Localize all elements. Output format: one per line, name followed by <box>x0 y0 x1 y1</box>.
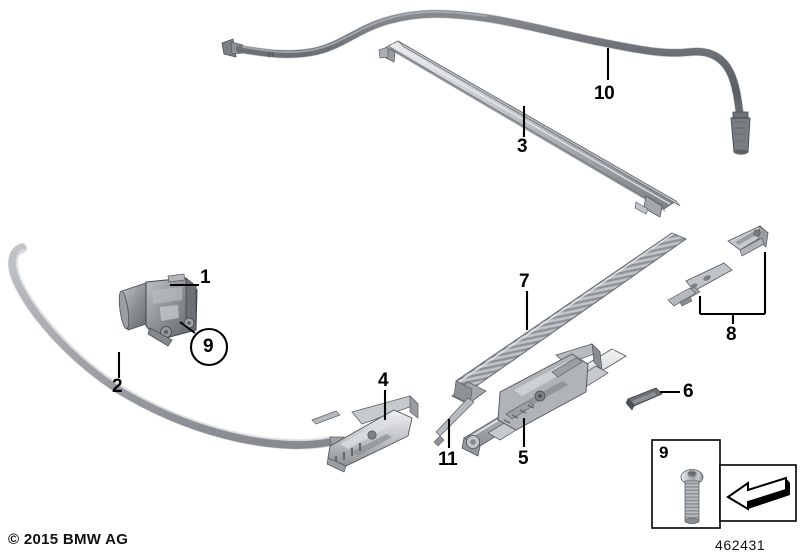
legend-screw-box-label: 9 <box>659 443 669 462</box>
callout-label-9: 9 <box>203 336 214 357</box>
part-1-sliding-roof-drive-motor <box>118 273 198 347</box>
callout-label-10: 10 <box>594 83 615 104</box>
callout-label-4: 4 <box>378 370 389 391</box>
part-6-small-retaining-clip <box>625 387 663 411</box>
callout-9-circle-marker <box>179 321 229 367</box>
copyright-notice: © 2015 BMW AG <box>8 531 129 548</box>
part-4-slider-carriage-bracket <box>311 395 419 473</box>
part-11-thin-actuating-rod <box>433 397 475 447</box>
part-10-water-drain-hose <box>221 9 751 155</box>
leader-bracket-8 <box>698 252 767 324</box>
callout-label-7: 7 <box>519 271 530 292</box>
callout-label-2: 2 <box>112 376 123 397</box>
callout-label-3: 3 <box>517 136 528 157</box>
callout-label-5: 5 <box>518 448 529 469</box>
callout-label-8: 8 <box>726 324 737 345</box>
legend-screw-box <box>651 439 721 529</box>
callout-label-6: 6 <box>683 381 694 402</box>
part-2-roof-frame-seal-strip <box>7 243 345 450</box>
diagram-part-number: 462431 <box>715 537 766 553</box>
part-5-guide-rail-mechanism-assembly <box>461 343 627 457</box>
part-3-upper-guide-rail <box>378 40 681 218</box>
legend-arrow-box <box>719 464 797 522</box>
callout-label-11: 11 <box>438 449 458 470</box>
callout-label-1: 1 <box>200 267 211 288</box>
part-8-mounting-bracket-pair <box>667 225 769 307</box>
